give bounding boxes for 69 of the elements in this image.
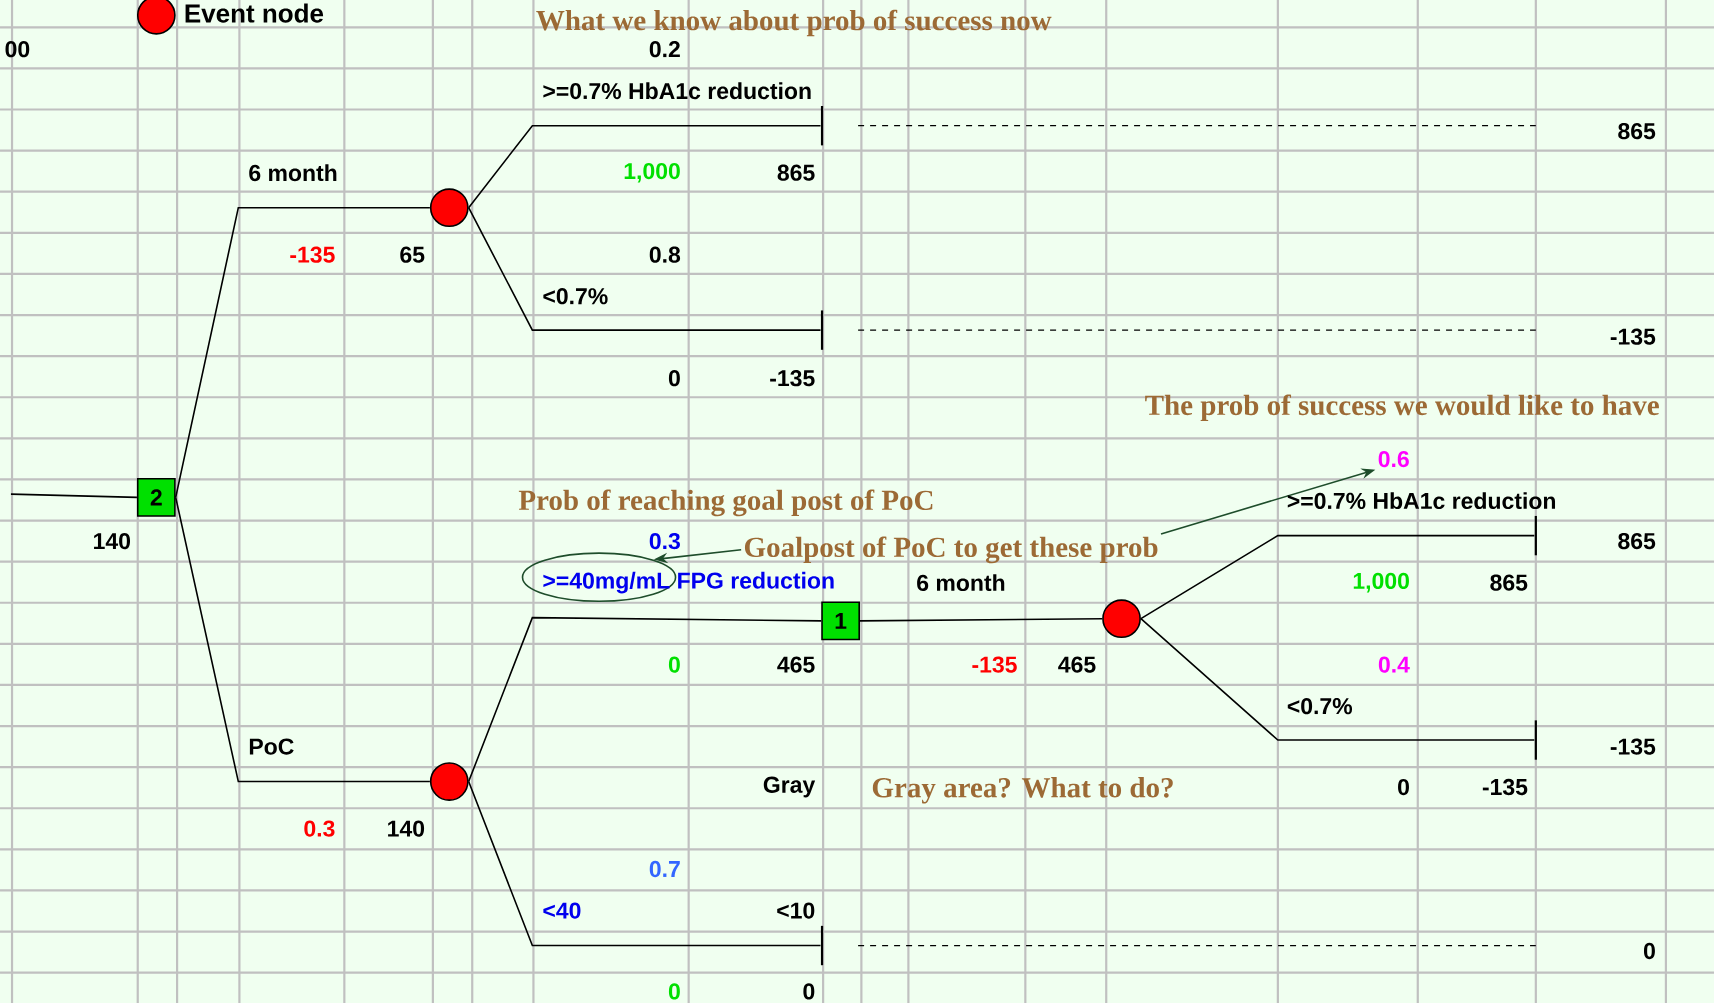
value-label: 0.6 — [1378, 450, 1409, 467]
branch-line — [467, 780, 822, 947]
terminal-bar — [820, 105, 824, 146]
value-label: 0 — [668, 983, 680, 1000]
annotation-text: The prob of success we would like to have — [1145, 394, 1659, 421]
chance-circle — [429, 761, 469, 801]
value-label: 865 — [1490, 574, 1528, 591]
value-label: 140 — [94, 532, 131, 549]
value-label: 0.7 — [649, 860, 680, 877]
decision-square: 2 — [136, 477, 176, 517]
branch-line — [859, 617, 1103, 622]
value-label: 0 — [803, 983, 815, 1000]
annotation-text: Prob of reaching goal post of PoC — [518, 489, 933, 516]
branch-label: 6 month — [917, 573, 1005, 591]
terminal-bar — [1534, 515, 1537, 556]
branch-label: 6 month — [249, 164, 337, 181]
value-label: 465 — [1058, 656, 1096, 673]
annotation-text: Gray area? What to do? — [872, 776, 1173, 804]
branch-line — [10, 493, 138, 498]
value-label: <10 — [777, 902, 815, 919]
value-label: 0 — [1644, 942, 1655, 959]
value-label: 0.3 — [304, 820, 335, 837]
value-label: 465 — [777, 656, 815, 673]
value-label: 0 — [668, 656, 680, 673]
value-label: 0.8 — [649, 246, 681, 263]
branch-label: >=0.7% HbA1c reduction — [543, 82, 811, 99]
value-label: -135 — [972, 656, 1017, 673]
highlight-ellipse — [521, 552, 677, 602]
value-label: 1,000 — [624, 162, 680, 183]
branch-line — [467, 616, 823, 783]
branch-line — [467, 124, 822, 209]
terminal-bar — [1534, 720, 1537, 760]
branch-label: <0.7% — [543, 287, 608, 305]
legend-text: Event node — [185, 3, 324, 23]
branch-label: >=40mg/mL FPG reduction — [543, 571, 834, 594]
branch-line — [174, 496, 431, 783]
chance-circle — [429, 188, 469, 227]
value-label: -135 — [1482, 778, 1528, 795]
value-label: Gray — [763, 776, 816, 798]
value-label: 00 — [5, 40, 30, 58]
branch-label: <40 — [543, 902, 581, 919]
value-label: -135 — [290, 246, 335, 263]
branch-line — [1140, 534, 1536, 620]
value-label: 65 — [400, 246, 425, 263]
value-label: -135 — [1610, 738, 1656, 755]
decision-square: 1 — [821, 601, 860, 641]
value-label: 0.4 — [1378, 656, 1410, 673]
value-label: 865 — [777, 164, 815, 181]
value-label: 1,000 — [1353, 572, 1409, 593]
value-label: 140 — [388, 820, 425, 837]
terminal-bar — [820, 925, 824, 965]
branch-label: <0.7% — [1287, 697, 1353, 715]
value-label: 0 — [1398, 778, 1409, 795]
value-label: 865 — [1618, 532, 1656, 549]
value-label: -135 — [770, 369, 815, 387]
value-label: -135 — [1610, 328, 1656, 345]
terminal-bar — [820, 310, 824, 350]
branch-label: >=0.7% HbA1c reduction — [1287, 492, 1555, 509]
annotation-text: Goalpost of PoC to get these prob — [744, 536, 1158, 563]
chance-circle — [1102, 599, 1141, 638]
annotation-text: What we know about prob of success now — [536, 9, 1052, 37]
branch-line — [174, 206, 431, 498]
value-label: 0.2 — [649, 40, 680, 58]
branch-line — [1140, 617, 1536, 741]
branch-label: PoC — [249, 738, 294, 755]
branch-line — [467, 206, 822, 331]
value-label: 0 — [668, 369, 680, 387]
value-label: 865 — [1618, 122, 1656, 140]
value-label: 0.3 — [649, 532, 680, 549]
